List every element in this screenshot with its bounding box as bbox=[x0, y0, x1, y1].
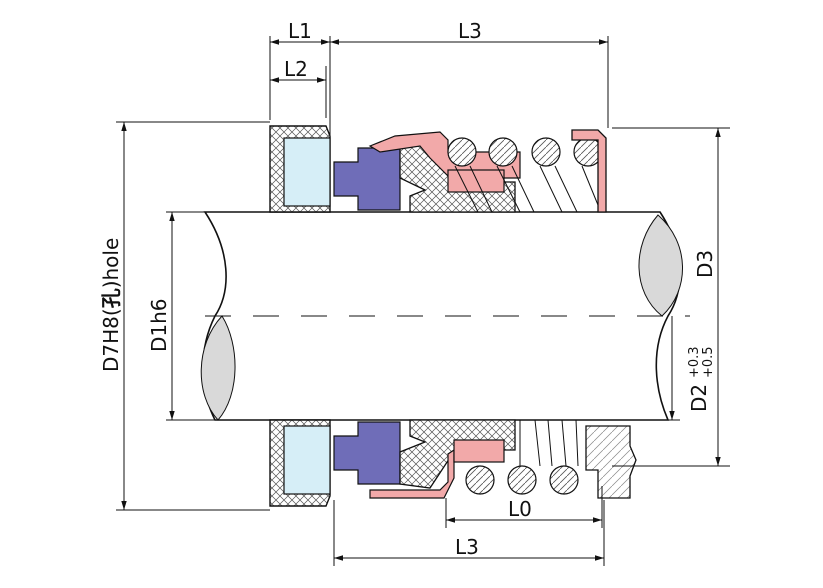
dim-l1-label: L1 bbox=[288, 19, 312, 43]
seal-top-half bbox=[269, 125, 607, 213]
gland-bottom bbox=[585, 425, 637, 499]
dimensions: L1 L2 L3 D3 D2 +0.3 +0.5 D1h6 D7H8(孔)hol… bbox=[99, 19, 730, 566]
stationary-seat-bottom bbox=[283, 425, 331, 495]
dim-d7-suffix: )hole bbox=[99, 238, 123, 289]
dim-d2-label: D2 bbox=[687, 384, 711, 412]
stationary-seat-top bbox=[283, 137, 331, 207]
bellows-bottom bbox=[399, 419, 516, 489]
dim-d3-label: D3 bbox=[693, 250, 717, 278]
spring-coils-bottom bbox=[465, 419, 579, 495]
dim-d2-upper-tolerance: +0.3 bbox=[687, 346, 702, 378]
dim-d7-hole-cn: 孔 bbox=[99, 288, 123, 308]
drive-band-top bbox=[447, 169, 505, 193]
dim-l0-label: L0 bbox=[508, 497, 532, 521]
dim-l3-bottom-label: L3 bbox=[455, 535, 479, 559]
dim-l2-label: L2 bbox=[284, 57, 308, 81]
drive-band-bottom bbox=[453, 439, 505, 463]
spring-retainer-top bbox=[571, 129, 607, 213]
dim-d1-label: D1h6 bbox=[147, 298, 171, 352]
seal-face-bottom bbox=[333, 421, 401, 485]
spring-coils-top bbox=[447, 137, 603, 213]
dim-d7-label: D7H8(孔)hole bbox=[99, 238, 123, 372]
dim-d7-prefix: D7H8( bbox=[99, 308, 123, 372]
seal-face-top bbox=[333, 147, 401, 211]
seal-bottom-half bbox=[269, 419, 637, 507]
retainer-shell-top bbox=[368, 131, 521, 179]
shaft-break-left bbox=[200, 315, 236, 421]
shaft bbox=[200, 211, 690, 421]
dim-d2-lower-tolerance: +0.5 bbox=[701, 346, 716, 378]
dim-l3-top-label: L3 bbox=[458, 19, 482, 43]
